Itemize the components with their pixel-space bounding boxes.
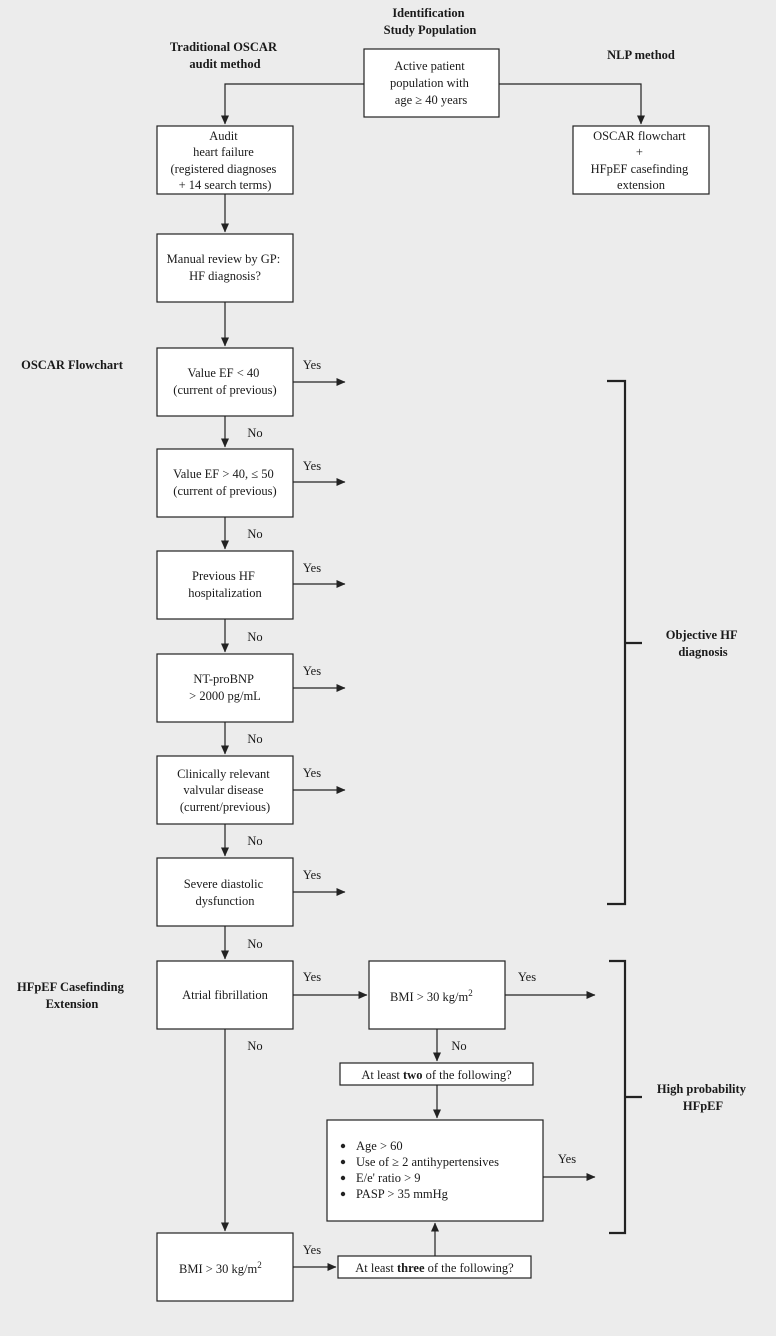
node-at-least-two: At least two of the following? bbox=[339, 1062, 534, 1086]
node-oscar-nlp: OSCAR flowchart + HFpEF casefinding exte… bbox=[572, 125, 710, 195]
label-yes: Yes bbox=[558, 1152, 576, 1166]
svg-text:NT-proBNP > 2000 pg/mL: NT-proBNP > 2000 pg/mL bbox=[189, 672, 261, 703]
label-no: No bbox=[247, 834, 262, 848]
node-criteria-list: Age > 60 Use of ≥ 2 antihypertensives E/… bbox=[326, 1119, 544, 1222]
node-ntprobnp: NT-proBNP > 2000 pg/mL bbox=[156, 653, 294, 723]
svg-text:Value EF > 40, ≤ 50 (cur: Value EF > 40, ≤ 50 (current of previous… bbox=[173, 467, 277, 498]
svg-text:Atrial fibrillation: Atrial fibrillation bbox=[182, 988, 268, 1002]
svg-text:Audit heart failure: Audit heart failure (registered diagnose… bbox=[171, 129, 280, 192]
node-ef-below-40: Value EF < 40 (current of previous) bbox=[156, 347, 294, 417]
node-manual-review: Manual review by GP: HF diagnosis? bbox=[156, 233, 294, 303]
header-study-population: Identification Study Population bbox=[384, 6, 477, 37]
header-nlp-method: NLP method bbox=[607, 48, 675, 62]
bmi-bottom-label: BMI > 30 kg/m2 bbox=[179, 1260, 262, 1276]
node-previous-hospitalization: Previous HF hospitalization bbox=[156, 550, 294, 620]
svg-text:OSCAR flowchart +: OSCAR flowchart + HFpEF casefinding exte… bbox=[591, 129, 692, 192]
brace-hfpef bbox=[609, 959, 642, 1235]
label-no: No bbox=[247, 630, 262, 644]
svg-text:Active patient populatio: Active patient population with age ≥ 40 … bbox=[390, 59, 472, 107]
node-at-least-three: At least three of the following? bbox=[337, 1255, 532, 1279]
criterion-item: E/e' ratio > 9 bbox=[356, 1171, 421, 1185]
node-diastolic-dysfunction: Severe diastolic dysfunction bbox=[156, 857, 294, 927]
bullet-icon bbox=[340, 1159, 346, 1165]
label-yes: Yes bbox=[303, 1243, 321, 1257]
node-audit-heart-failure: Audit heart failure (registered diagnose… bbox=[156, 125, 294, 195]
brace-objective bbox=[607, 379, 642, 906]
criterion-item: Age > 60 bbox=[356, 1139, 403, 1153]
header-hfpef-extension: HFpEF Casefinding Extension bbox=[17, 980, 127, 1011]
label-no: No bbox=[247, 1039, 262, 1053]
label-yes: Yes bbox=[303, 459, 321, 473]
bullet-icon bbox=[340, 1143, 346, 1149]
svg-text:At least two of the following?: At least two of the following? bbox=[361, 1068, 512, 1082]
label-yes: Yes bbox=[303, 358, 321, 372]
label-no: No bbox=[247, 937, 262, 951]
svg-text:Value EF < 40 (current o: Value EF < 40 (current of previous) bbox=[173, 366, 276, 397]
edge-population-to-nlp bbox=[499, 83, 645, 125]
label-yes: Yes bbox=[303, 561, 321, 575]
criterion-item: Use of ≥ 2 antihypertensives bbox=[356, 1155, 499, 1169]
svg-text:At least three of the followin: At least three of the following? bbox=[355, 1261, 514, 1275]
svg-text:Previous HF hospitalizat: Previous HF hospitalization bbox=[188, 569, 262, 600]
header-traditional-method: Traditional OSCAR audit method bbox=[170, 40, 280, 71]
label-no: No bbox=[247, 426, 262, 440]
svg-text:Manual review by GP: HF: Manual review by GP: HF diagnosis? bbox=[167, 252, 284, 283]
bullet-icon bbox=[340, 1191, 346, 1197]
bullet-icon bbox=[340, 1175, 346, 1181]
criterion-item: PASP > 35 mmHg bbox=[356, 1187, 449, 1201]
label-no: No bbox=[247, 732, 262, 746]
edge-population-to-audit bbox=[221, 83, 364, 125]
node-active-population: Active patient population with age ≥ 40 … bbox=[363, 48, 500, 118]
outcome-objective-hf: Objective HF diagnosis bbox=[666, 628, 741, 659]
label-yes: Yes bbox=[303, 868, 321, 882]
node-valvular-disease: Clinically relevant valvular disease (cu… bbox=[156, 755, 294, 825]
label-no: No bbox=[451, 1039, 466, 1053]
label-yes: Yes bbox=[303, 970, 321, 984]
header-oscar-flowchart: OSCAR Flowchart bbox=[21, 358, 124, 372]
label-yes: Yes bbox=[518, 970, 536, 984]
node-bmi-top: BMI > 30 kg/m2 bbox=[368, 960, 506, 1030]
outcome-hfpef: High probability HFpEF bbox=[657, 1082, 749, 1113]
bmi-top-label: BMI > 30 kg/m2 bbox=[390, 988, 473, 1004]
node-bmi-bottom: BMI > 30 kg/m2 bbox=[156, 1232, 294, 1302]
label-yes: Yes bbox=[303, 766, 321, 780]
node-ef-40-50: Value EF > 40, ≤ 50 (current of previous… bbox=[156, 448, 294, 518]
svg-text:Severe diastolic dysfunc: Severe diastolic dysfunction bbox=[184, 877, 267, 908]
svg-text:Clinically relevant valv: Clinically relevant valvular disease (cu… bbox=[177, 767, 273, 814]
label-no: No bbox=[247, 527, 262, 541]
label-yes: Yes bbox=[303, 664, 321, 678]
node-atrial-fibrillation: Atrial fibrillation bbox=[156, 960, 294, 1030]
